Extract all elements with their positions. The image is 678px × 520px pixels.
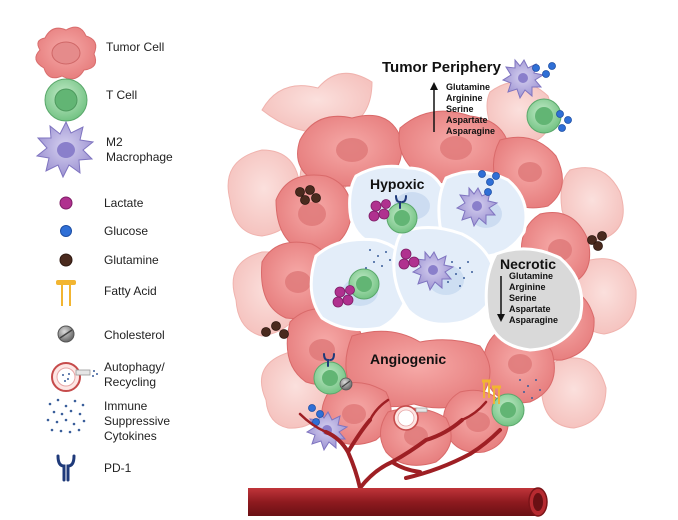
- glucose-icon: [60, 225, 72, 237]
- tumor-nuclei: [285, 136, 572, 446]
- fatty-acid-icon: [56, 280, 76, 306]
- t-cell-periphery: [526, 98, 562, 134]
- t-cell-hypoxic: [386, 202, 418, 234]
- glutamine-icon: [59, 253, 73, 267]
- scene-fatty-acids: [482, 379, 501, 404]
- legend-label-glucose: Glucose: [104, 224, 148, 238]
- region-title-hypoxic: Hypoxic: [370, 176, 425, 192]
- scene-cholesterol: [339, 377, 353, 391]
- blood-vessel: [248, 398, 548, 517]
- m2-macrophage-icon: [35, 120, 95, 179]
- region-title-necrotic: Necrotic: [500, 256, 556, 272]
- t-cell-angiogenic-left: [313, 361, 347, 395]
- legend-label-cholesterol: Cholesterol: [104, 328, 165, 342]
- region-title-periphery: Tumor Periphery: [382, 59, 502, 76]
- legend-label-glutamine: Glutamine: [104, 253, 159, 267]
- scene-t-cells: [313, 98, 562, 427]
- scene-glucose: [308, 62, 572, 426]
- periphery-arrow: [430, 82, 438, 132]
- cholesterol-icon: [57, 325, 75, 343]
- legend-label-autophagy: Autophagy/ Recycling: [104, 360, 168, 389]
- legend-label-pd1: PD-1: [104, 461, 132, 475]
- cytokines-icon: [46, 398, 86, 434]
- scene-lactate: [332, 199, 420, 308]
- tumor-mass: [227, 58, 637, 466]
- legend-label-cytokines: Immune Suppressive Cytokines: [104, 399, 173, 443]
- t-cell-core-left: [348, 268, 380, 300]
- region-title-angiogenic: Angiogenic: [370, 351, 446, 367]
- scene-autophagy: [393, 405, 428, 431]
- legend-label-m2-macrophage: M2 Macrophage: [106, 135, 173, 164]
- t-cell-angiogenic-right: [491, 393, 525, 427]
- legend: Tumor Cell T Cell M2 Macrophage Lactate …: [35, 26, 173, 482]
- necrotic-nutrients: Glutamine Arginine Serine Aspartate Aspa…: [509, 271, 558, 325]
- scene-glutamine: [261, 185, 607, 339]
- periphery-nutrients: Glutamine Arginine Serine Aspartate Aspa…: [446, 82, 495, 136]
- legend-label-t-cell: T Cell: [106, 88, 137, 102]
- autophagy-icon: [51, 362, 98, 392]
- legend-label-tumor-cell: Tumor Cell: [106, 40, 164, 54]
- tumor-cell-icon: [35, 26, 97, 80]
- scene-pd1: [323, 195, 407, 367]
- legend-label-lactate: Lactate: [104, 196, 144, 210]
- legend-label-fatty-acid: Fatty Acid: [104, 284, 157, 298]
- necrotic-arrow: [497, 276, 505, 322]
- necrotic-core: [484, 247, 584, 352]
- lactate-icon: [59, 196, 73, 210]
- pd1-icon: [56, 454, 76, 482]
- t-cell-icon: [44, 78, 88, 122]
- scene-cytokines: [365, 249, 541, 399]
